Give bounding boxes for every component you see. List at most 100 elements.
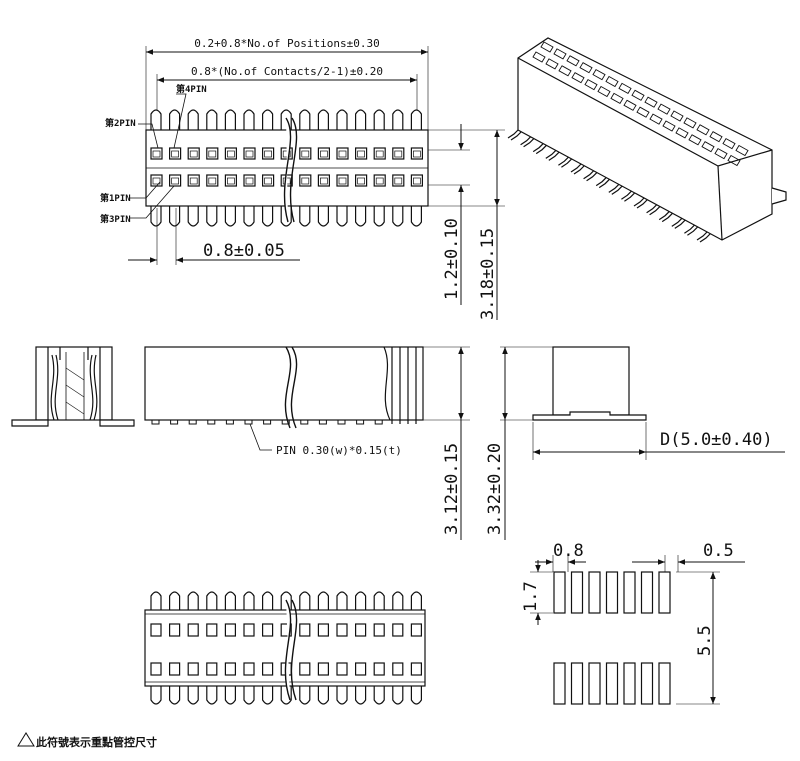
iso-cavity — [714, 147, 728, 160]
bottom-pad — [224, 623, 236, 637]
bottom-pin-lower — [262, 686, 274, 705]
top-cavity — [262, 147, 275, 160]
top-pin-lower — [224, 206, 236, 227]
top-cavity-inner — [171, 150, 179, 158]
iso-cavity — [558, 65, 572, 77]
top-cavity-inner — [245, 150, 254, 158]
bottom-pin-upper — [373, 591, 385, 610]
bottom-pad — [243, 662, 255, 676]
footprint-pad — [570, 571, 584, 614]
top-pin-upper — [299, 109, 311, 130]
bottom-pin-upper — [410, 591, 422, 610]
bottom-pad — [373, 662, 385, 676]
top-pin-lower — [187, 206, 199, 227]
side-view — [144, 346, 470, 540]
top-pin-upper — [280, 109, 292, 130]
iso-cavity — [636, 106, 650, 118]
bottom-pad — [150, 623, 162, 637]
iso-cavity — [670, 110, 684, 122]
bottom-pad — [262, 662, 274, 676]
footprint-pad — [588, 571, 601, 614]
top-cavity-inner — [189, 150, 198, 158]
top-cavity-inner — [189, 177, 198, 185]
bottom-pin-upper — [317, 591, 329, 610]
iso-cavity — [631, 89, 645, 101]
top-cavity — [150, 147, 163, 160]
bottom-pad — [355, 623, 367, 637]
footprint-dim-pad-length: 1.7 — [521, 581, 541, 612]
bottom-pad — [150, 662, 162, 676]
top-cavity — [224, 174, 237, 187]
end-view — [500, 346, 785, 540]
isometric-view — [507, 37, 787, 243]
top-cavity-inner — [208, 150, 217, 158]
footprint-pad — [553, 662, 566, 705]
dim-overall-length: 0.2+0.8*No.of Positions±0.30 — [194, 37, 379, 50]
bottom-pad — [317, 623, 329, 637]
side-tab — [374, 419, 383, 425]
top-cavity-inner — [264, 150, 272, 158]
pin-label-1: 第1PIN — [100, 192, 131, 204]
top-cavity-inner — [227, 177, 235, 185]
legend-note: 此符號表示重點管控尺寸 — [36, 735, 157, 749]
side-tab — [281, 419, 290, 425]
bottom-view — [144, 591, 426, 705]
bottom-pin-upper — [169, 591, 181, 610]
top-cavity — [262, 174, 275, 187]
iso-cavity — [571, 72, 585, 84]
top-pin-upper — [206, 109, 218, 130]
top-pin-lower — [262, 206, 274, 227]
top-cavity-inner — [338, 150, 347, 158]
iso-cavity — [605, 75, 619, 88]
footprint-dim-pad-width: 0.5 — [703, 541, 734, 561]
top-cavity-inner — [320, 150, 328, 158]
bottom-pad — [206, 662, 218, 676]
bottom-pin-upper — [336, 591, 348, 610]
side-tab — [225, 419, 234, 425]
bottom-pin-lower — [392, 686, 404, 705]
top-cavity-inner — [264, 177, 272, 185]
top-cavity — [224, 147, 237, 160]
bottom-pin-lower — [280, 686, 292, 705]
iso-cavity — [683, 117, 697, 129]
side-view-end-pins — [391, 347, 417, 424]
pin-label-3: 第3PIN — [100, 213, 131, 225]
iso-cavity — [584, 78, 598, 91]
bottom-pad — [355, 662, 367, 676]
bottom-pin-lower — [355, 686, 367, 705]
iso-cavity — [553, 48, 567, 60]
iso-cavity — [649, 113, 663, 125]
top-cavity — [243, 147, 256, 160]
bottom-pin-lower — [373, 686, 385, 705]
top-cavity — [243, 174, 256, 187]
bottom-pin-lower — [206, 686, 218, 705]
top-cavity — [373, 174, 386, 187]
pcb-footprint — [530, 555, 745, 705]
iso-cavity — [532, 51, 546, 63]
bottom-pad — [187, 662, 199, 676]
top-cavity-inner — [227, 150, 235, 158]
top-cavity-inner — [338, 177, 347, 185]
bottom-pad — [299, 623, 311, 637]
iso-cavity — [662, 120, 676, 132]
top-view-pins — [150, 109, 422, 227]
top-pin-upper — [187, 109, 199, 130]
bottom-pad — [410, 623, 422, 637]
bottom-pad — [169, 662, 181, 676]
dim-lead-span: D(5.0±0.40) — [660, 430, 773, 450]
iso-cavity — [735, 144, 749, 157]
top-pin-upper — [150, 109, 162, 130]
side-tab — [263, 419, 272, 425]
top-cavity-inner — [245, 177, 254, 185]
footprint-pad — [553, 571, 566, 614]
bottom-pad — [280, 623, 292, 637]
top-cavity-inner — [171, 177, 179, 185]
top-pin-upper — [336, 109, 348, 130]
top-cavity-inner — [375, 150, 384, 158]
bottom-pin-upper — [206, 591, 218, 610]
side-tab — [356, 419, 365, 425]
bottom-pad — [187, 623, 199, 637]
top-cavity — [299, 174, 312, 187]
iso-cavity — [597, 85, 611, 98]
